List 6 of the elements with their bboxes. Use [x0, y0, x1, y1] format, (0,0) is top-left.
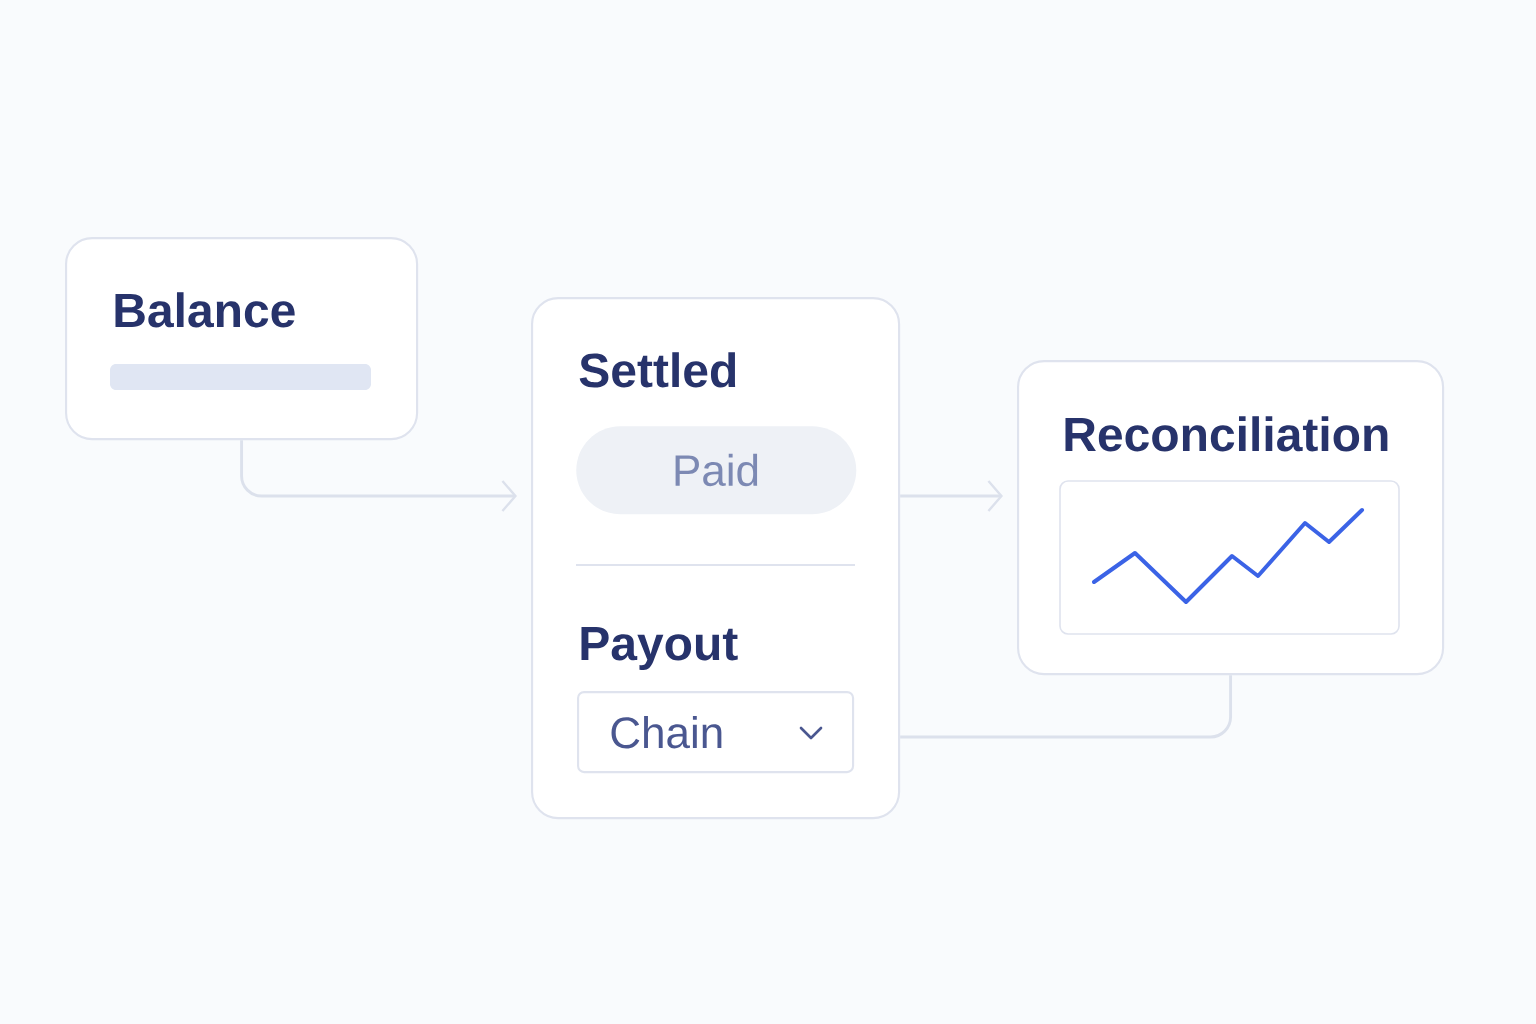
status-pill: Paid [576, 426, 857, 515]
connector-line [900, 675, 1233, 739]
arrow [240, 440, 517, 512]
dropdown-field: Chain [577, 691, 855, 774]
card: Balance [65, 237, 419, 441]
arrow [900, 480, 1003, 512]
